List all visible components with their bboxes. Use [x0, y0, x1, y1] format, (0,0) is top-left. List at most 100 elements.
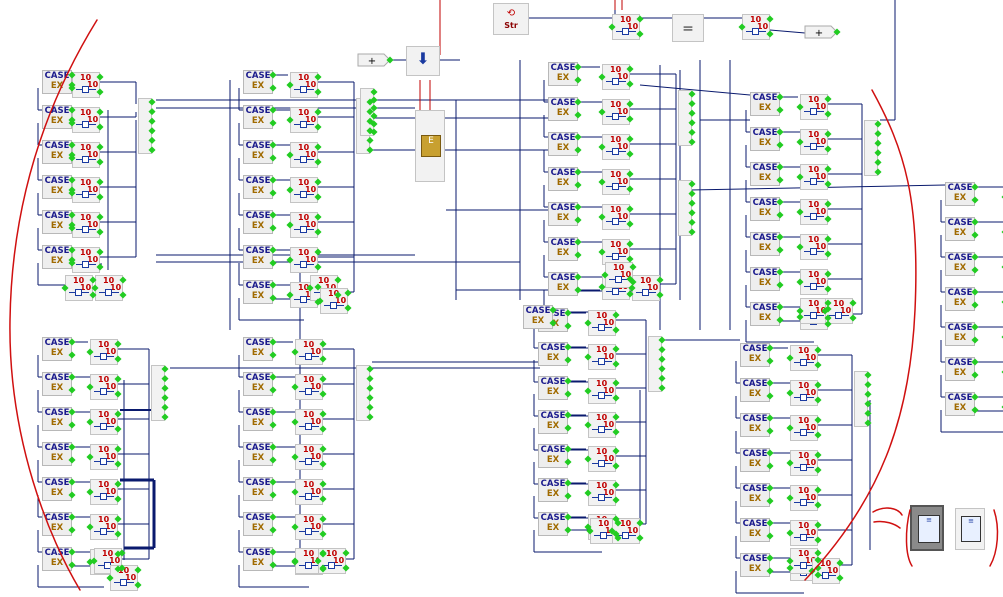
connector-dot[interactable] — [319, 375, 327, 383]
connector-dot[interactable] — [96, 193, 104, 201]
connector-dot[interactable] — [971, 253, 979, 261]
connector-dot[interactable] — [864, 419, 872, 427]
connector-dot[interactable] — [836, 559, 844, 567]
connector-dot[interactable] — [601, 271, 609, 279]
connector-dot[interactable] — [688, 100, 696, 108]
connector-dot[interactable] — [598, 248, 606, 256]
connector-dot[interactable] — [971, 393, 979, 401]
connector-dot[interactable] — [824, 200, 832, 208]
connector-dot[interactable] — [269, 106, 277, 114]
connector-dot[interactable] — [314, 73, 322, 81]
connector-dot[interactable] — [612, 496, 620, 504]
connector-dot[interactable] — [796, 307, 804, 315]
connector-dot[interactable] — [776, 211, 784, 219]
connector-dot[interactable] — [366, 136, 374, 144]
connector-dot[interactable] — [68, 373, 76, 381]
connector-dot[interactable] — [574, 168, 582, 176]
multiplexer-block[interactable]: E — [415, 110, 445, 182]
equals-block[interactable]: = — [672, 14, 704, 42]
connector-dot[interactable] — [291, 523, 299, 531]
connector-dot[interactable] — [776, 281, 784, 289]
connector-dot[interactable] — [564, 458, 572, 466]
connector-dot[interactable] — [366, 375, 374, 383]
connector-dot[interactable] — [96, 213, 104, 221]
connector-dot[interactable] — [564, 377, 572, 385]
connector-dot[interactable] — [564, 322, 572, 330]
connector-dot[interactable] — [96, 143, 104, 151]
connector-dot[interactable] — [608, 23, 616, 31]
connector-dot[interactable] — [656, 291, 664, 299]
connector-dot[interactable] — [96, 73, 104, 81]
connector-dot[interactable] — [319, 445, 327, 453]
connector-dot[interactable] — [574, 181, 582, 189]
connector-dot[interactable] — [971, 288, 979, 296]
connector-dot[interactable] — [86, 348, 94, 356]
connector-dot[interactable] — [612, 462, 620, 470]
connector-dot[interactable] — [366, 365, 374, 373]
connector-dot[interactable] — [824, 285, 832, 293]
connector-dot[interactable] — [626, 205, 634, 213]
connector-dot[interactable] — [626, 65, 634, 73]
connector-dot[interactable] — [874, 120, 882, 128]
connector-dot[interactable] — [61, 284, 69, 292]
connector-dot[interactable] — [766, 462, 774, 470]
merge-bar[interactable] — [151, 365, 165, 421]
connector-dot[interactable] — [314, 228, 322, 236]
connector-dot[interactable] — [314, 158, 322, 166]
connector-dot[interactable] — [286, 116, 294, 124]
connector-dot[interactable] — [161, 403, 169, 411]
merge-bar[interactable] — [678, 180, 692, 236]
connector-dot[interactable] — [68, 386, 76, 394]
connector-dot[interactable] — [319, 410, 327, 418]
connector-dot[interactable] — [814, 521, 822, 529]
connector-dot[interactable] — [688, 180, 696, 188]
connector-dot[interactable] — [814, 346, 822, 354]
connector-dot[interactable] — [370, 120, 378, 128]
connector-dot[interactable] — [370, 112, 378, 120]
document-block-selected[interactable]: ≡ — [910, 505, 944, 551]
connector-dot[interactable] — [766, 344, 774, 352]
connector-dot[interactable] — [584, 455, 592, 463]
connector-dot[interactable] — [68, 408, 76, 416]
connector-dot[interactable] — [269, 548, 277, 556]
connector-dot[interactable] — [738, 23, 746, 31]
connector-dot[interactable] — [796, 173, 804, 181]
connector-dot[interactable] — [319, 390, 327, 398]
merge-bar[interactable] — [356, 365, 370, 421]
connector-dot[interactable] — [598, 73, 606, 81]
connector-dot[interactable] — [148, 136, 156, 144]
connector-dot[interactable] — [626, 135, 634, 143]
connector-dot[interactable] — [874, 149, 882, 157]
connector-dot[interactable] — [766, 357, 774, 365]
connector-dot[interactable] — [114, 390, 122, 398]
connector-dot[interactable] — [766, 392, 774, 400]
connector-dot[interactable] — [366, 146, 374, 154]
connector-dot[interactable] — [319, 460, 327, 468]
connector-dot[interactable] — [776, 316, 784, 324]
